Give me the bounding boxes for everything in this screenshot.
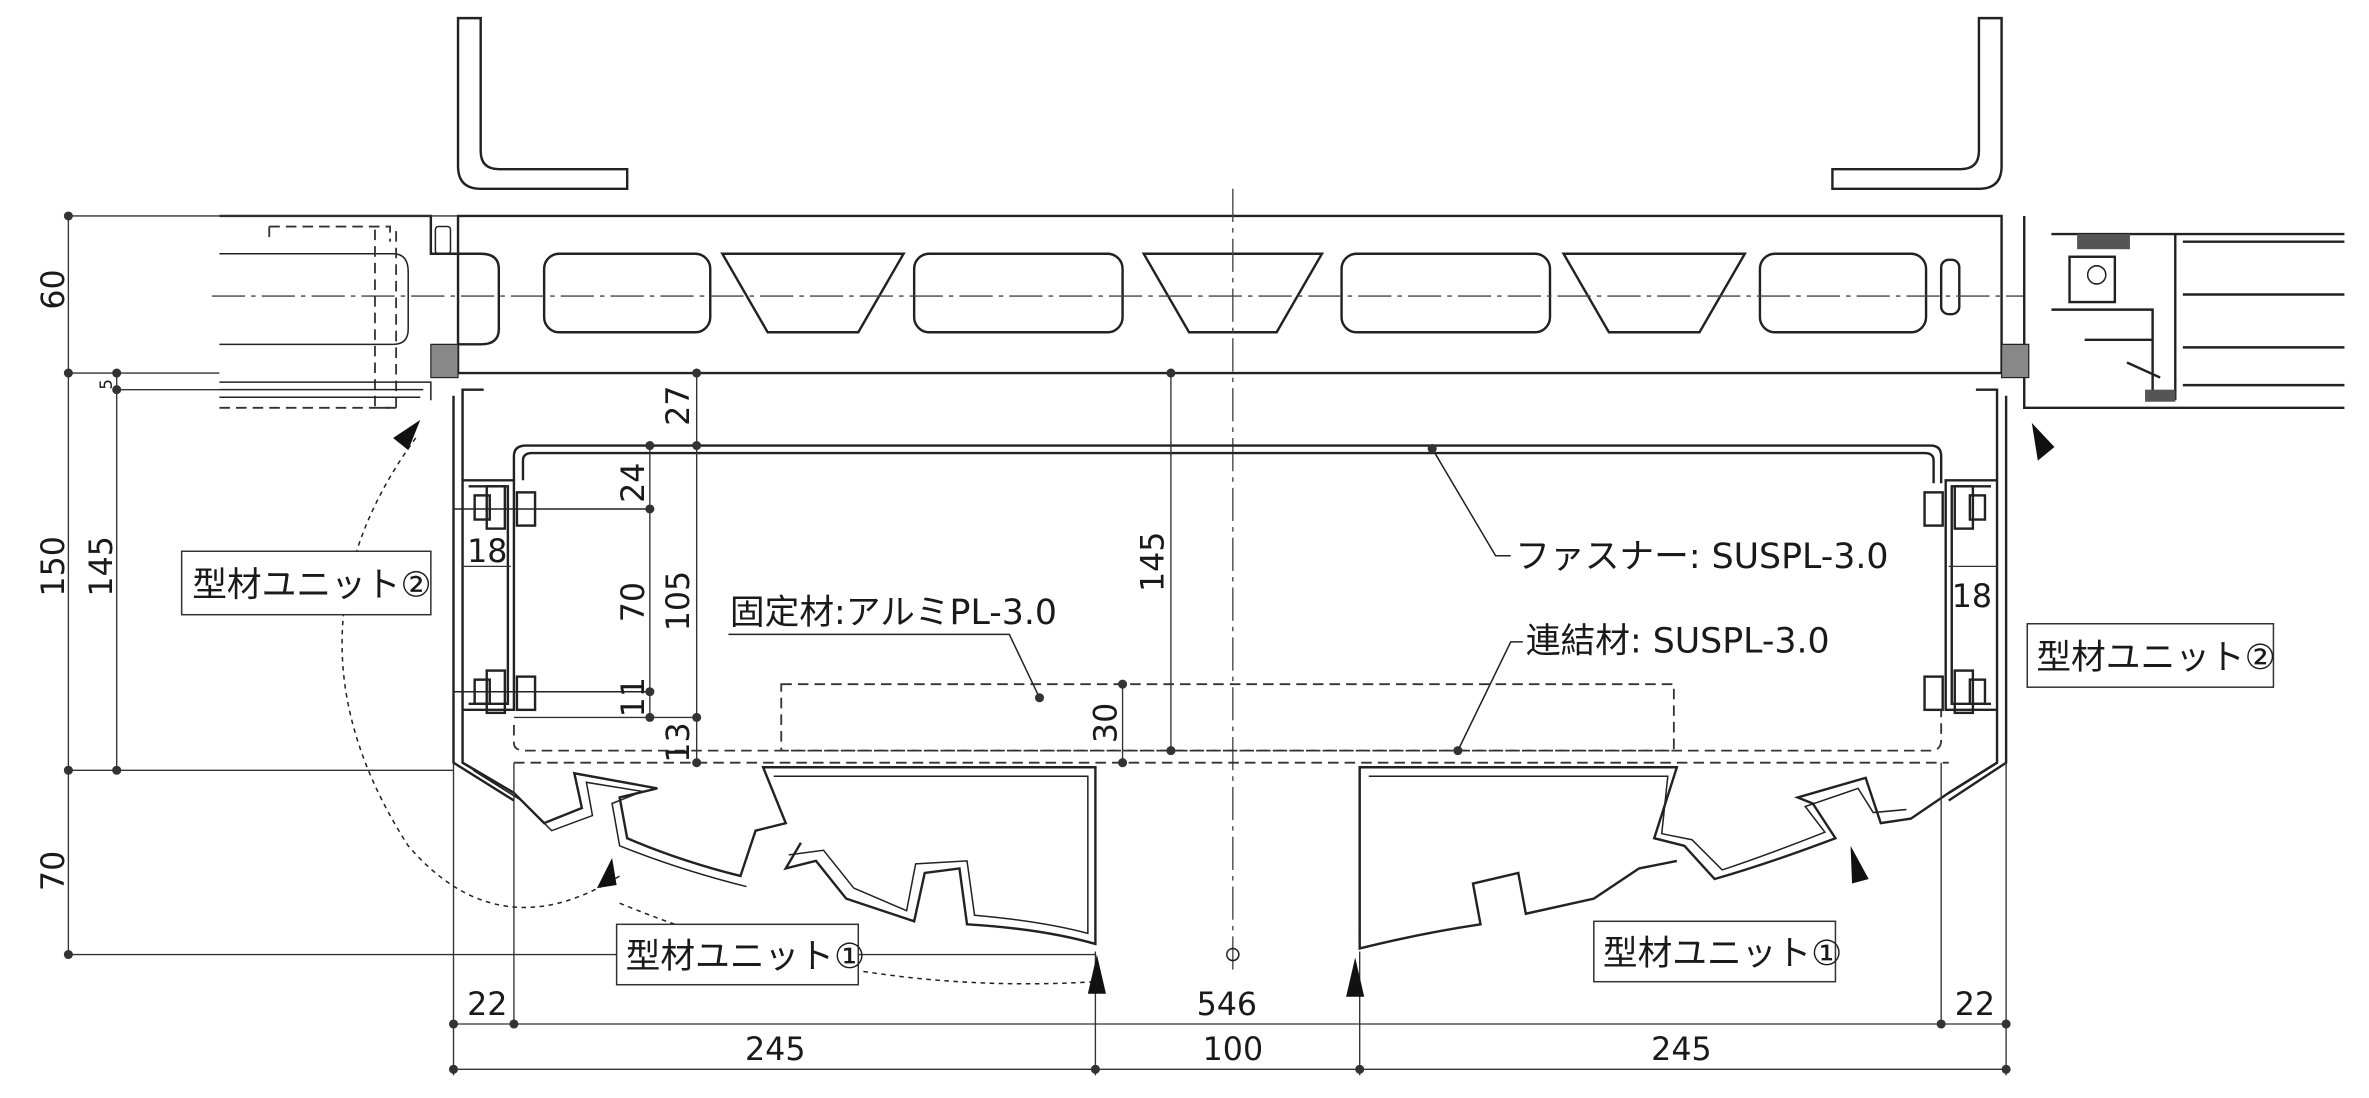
- main-beam: [434, 214, 2003, 375]
- dim-30: 30: [1089, 703, 1125, 743]
- dim-100: 100: [1203, 1032, 1264, 1068]
- profile-unit-1-right: [1358, 761, 1998, 951]
- arrow-icon: [393, 419, 421, 451]
- svg-text:型材ユニット①: 型材ユニット①: [626, 937, 865, 977]
- angle-bracket-left: [456, 16, 629, 190]
- dim-105: 105: [661, 571, 697, 632]
- dim-70-left: 70: [36, 851, 72, 891]
- dim-24: 24: [616, 463, 652, 503]
- dim-245-left: 245: [745, 1032, 806, 1068]
- dim-5: 5: [97, 379, 116, 390]
- profile-unit-2-left: [452, 388, 515, 802]
- adjacent-unit-right: [2000, 215, 2345, 409]
- connector-plate: [513, 709, 1943, 752]
- arrow-icon: [1850, 845, 1869, 884]
- dim-27: 27: [661, 386, 697, 426]
- dim-11: 11: [616, 677, 652, 717]
- dim-13: 13: [661, 722, 697, 762]
- dim-70: 70: [616, 582, 652, 622]
- svg-text:型材ユニット①: 型材ユニット①: [1603, 934, 1842, 974]
- bolt-group-left: [453, 485, 650, 715]
- label-unit2-left: 型材ユニット②: [180, 550, 432, 616]
- label-unit1-left: 型材ユニット①: [615, 923, 865, 986]
- arrow-icon: [1087, 954, 1106, 994]
- bolt-group-right: [1923, 485, 1987, 715]
- arrow-icon: [1346, 957, 1365, 997]
- dim-245-right: 245: [1651, 1032, 1712, 1068]
- dim-22-right: 22: [1955, 987, 1995, 1023]
- profile-unit-1-left: [461, 761, 1097, 946]
- dim-60: 60: [36, 269, 72, 309]
- angle-bracket-right: [1831, 16, 2003, 190]
- label-fixing-material: 固定材:アルミPL-3.0: [730, 593, 1057, 633]
- label-connector: 連結材: SUSPL-3.0: [1526, 621, 1830, 661]
- dim-150: 150: [36, 536, 72, 597]
- svg-text:型材ユニット②: 型材ユニット②: [2036, 638, 2275, 678]
- label-unit1-right: 型材ユニット①: [1593, 920, 1842, 983]
- adjacent-unit-left: [219, 214, 459, 409]
- dim-145-left: 145: [84, 536, 120, 597]
- dim-18-right: 18: [1952, 579, 1992, 615]
- dimension-lines: [63, 211, 2011, 1076]
- fastener-plate: [512, 444, 1943, 484]
- label-unit2-right: 型材ユニット②: [2026, 623, 2276, 688]
- svg-text:型材ユニット②: 型材ユニット②: [192, 566, 431, 606]
- fixing-plate: [780, 683, 1675, 752]
- dim-546: 546: [1197, 987, 1258, 1023]
- arrow-icon: [596, 857, 617, 889]
- label-fastener: ファスナー: SUSPL-3.0: [1515, 537, 1888, 577]
- arrow-icon: [2031, 422, 2055, 461]
- dim-145-center: 145: [1135, 532, 1171, 593]
- dim-18-left: 18: [467, 534, 507, 570]
- dim-22-left: 22: [467, 987, 507, 1023]
